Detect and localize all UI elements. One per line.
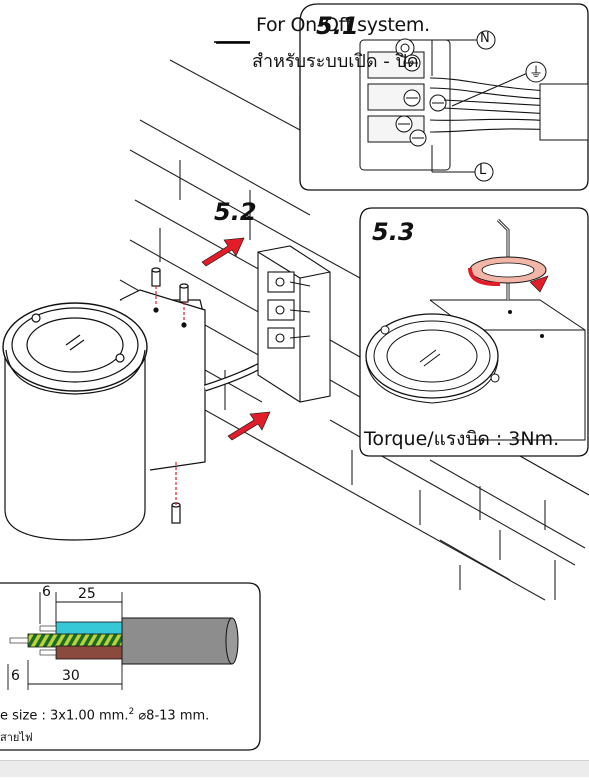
panel-5-1 xyxy=(299,3,589,191)
dim-sheath-bottom: 30 xyxy=(62,668,80,684)
earth-label: ⏚ xyxy=(529,65,543,81)
step-5-2-label: 5.2 xyxy=(214,198,257,226)
page-footer-band xyxy=(0,760,589,777)
cable-diameter-text: ⌀8-13 mm. xyxy=(138,708,210,724)
title-th: สำหรับระบบเปิด - ปิด xyxy=(252,51,419,72)
cable-size-spec: e size : 3x1.00 mm.2 ⌀8-13 mm. xyxy=(0,707,209,723)
wall-luminaire xyxy=(2,267,206,541)
neutral-marker xyxy=(476,30,496,50)
line-label: L xyxy=(479,163,487,178)
brick-wall xyxy=(119,59,586,601)
dim-strip-top: 6 xyxy=(42,584,51,600)
dim-sheath-top: 25 xyxy=(78,586,96,602)
line-marker xyxy=(474,162,494,182)
neutral-label: N xyxy=(480,31,490,46)
wall-lower-lines xyxy=(519,455,589,496)
cable-detail-panel xyxy=(0,582,261,751)
torque-text: Torque/แรงบิด : 3Nm. xyxy=(364,428,560,450)
step-5-1-label: 5.1 xyxy=(316,12,359,40)
cable-size-text: e size : 3x1.00 mm. xyxy=(0,708,129,724)
push-arrow-lower xyxy=(227,411,271,441)
dim-strip-bottom: 6 xyxy=(11,668,20,684)
title-en: For On-Off system. xyxy=(256,14,430,36)
cable-size-superscript: 2 xyxy=(128,707,135,717)
push-arrow-upper xyxy=(201,237,245,267)
cable-thai-label: สายไฟ xyxy=(0,731,33,744)
junction-box xyxy=(257,245,331,403)
earth-marker xyxy=(525,61,547,83)
panel-5-3 xyxy=(359,207,589,457)
step-5-3-label: 5.3 xyxy=(372,218,415,246)
